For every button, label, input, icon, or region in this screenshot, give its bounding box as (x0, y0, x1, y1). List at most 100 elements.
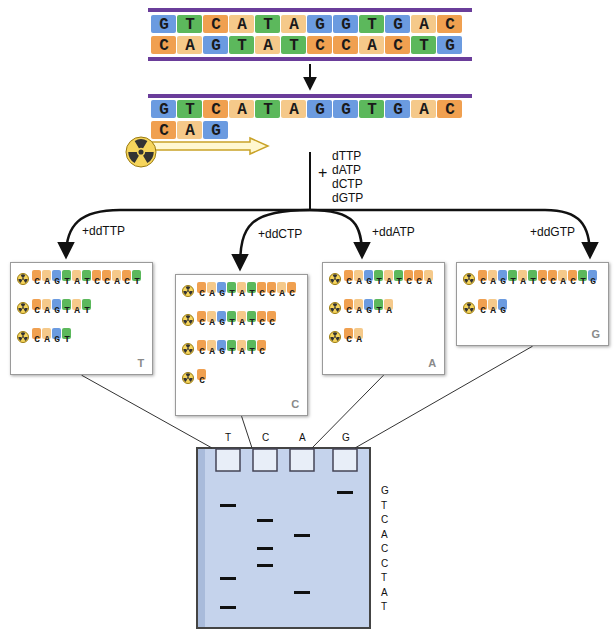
radioactive-blade (24, 308, 28, 312)
lane-letter: G (463, 328, 600, 341)
sequence-letter: A (381, 529, 388, 541)
radioactive-blade (186, 344, 191, 347)
flow-arrow (309, 64, 311, 88)
radioactive-blade (18, 308, 22, 312)
reaction-label-holder: +ddATP (370, 226, 417, 240)
fragment-row: CAGTATCCA (329, 270, 436, 288)
radioactive-blade (183, 291, 187, 295)
gel-band (220, 606, 236, 609)
radioactive-blade (143, 152, 154, 163)
radioactive-disc (126, 137, 156, 167)
reaction-label-holder: +ddTTP (80, 225, 127, 239)
template-strand-holder: GTCATAGGTGAC (151, 100, 471, 119)
radioactive-center (334, 278, 336, 280)
radioactive-blade (183, 349, 187, 353)
fragment-box: CAGTATCCACCAGTATCCCAGTATCCC (175, 274, 308, 416)
radioactive-blade (135, 139, 148, 148)
nucleotide-label-holder: dTTP (332, 150, 361, 164)
sequencing-gel: TCAG (195, 430, 373, 630)
radioactive-blade (330, 279, 334, 283)
base-sequence: CAGTATCCACTG (151, 37, 471, 55)
sequence-letter: C (381, 514, 388, 526)
radioactive-center (187, 348, 189, 350)
fragment-row: CAG (463, 299, 600, 317)
fragment-row: CAGTATCCACT (17, 270, 144, 288)
radioactive-label (182, 314, 194, 326)
sequence-letter-holder: T (381, 572, 387, 584)
dna-strand: CAGTATCCACTG (151, 36, 471, 55)
nucleotide-label: dGTP (332, 192, 363, 206)
gel-band (294, 534, 310, 537)
radioactive-blade (467, 274, 472, 277)
radioactive-label (17, 331, 29, 343)
gel-well (290, 449, 314, 471)
gel-band (220, 504, 236, 507)
reaction-label-holder: +ddCTP (256, 228, 304, 242)
nucleotide-label: dCTP (332, 178, 363, 192)
gel-well (333, 449, 357, 471)
nucleotide-label: dTTP (332, 150, 361, 164)
radioactive-blade (189, 291, 193, 295)
fragment-row: C (182, 369, 299, 387)
radioactive-disc (330, 274, 341, 285)
radioactive-disc (18, 332, 29, 343)
sequence-letter-holder: A (381, 587, 388, 599)
base-sequence: CAGTATCCACTG (478, 277, 600, 288)
radioactive-blade (189, 320, 193, 324)
flow-arrow (309, 152, 311, 210)
gel-band (220, 577, 236, 580)
nucleotide-label-holder: dGTP (332, 192, 363, 206)
base-sequence: CAG (151, 122, 237, 140)
radioactive-label (182, 372, 194, 384)
radioactive-blade (24, 337, 28, 341)
radioactive-center (22, 336, 24, 338)
lane-letter: T (17, 357, 144, 370)
radioactive-blade (21, 303, 26, 306)
radioactive-center (187, 319, 189, 321)
reaction-label: +ddGTP (528, 226, 577, 240)
sequence-letter-holder: C (381, 543, 388, 555)
base-sequence: CAGTATC (197, 347, 269, 358)
radioactive-disc (18, 274, 29, 285)
sequence-letter: C (381, 558, 388, 570)
radioactive-blade (470, 279, 474, 283)
radioactive-center (22, 278, 24, 280)
radioactive-blade (467, 303, 472, 306)
fragment-box: CAGTATCCACAGTACAA (322, 262, 445, 375)
radioactive-blade (18, 279, 22, 283)
radioactive-blade (464, 308, 468, 312)
reaction-label: +ddTTP (80, 225, 127, 239)
radioactive-blade (333, 332, 338, 335)
fragment-box: CAGTATCCACTCAGTATCAGTT (10, 262, 153, 375)
leader-line (242, 416, 252, 448)
radioactive-blade (333, 303, 338, 306)
dna-strand: CAGTATCC (197, 311, 279, 329)
base-sequence: CA (344, 335, 366, 346)
radioactive-label (17, 273, 29, 285)
sequence-letter-holder: T (381, 500, 387, 512)
dna-strand: GTCATAGGTGAC (151, 100, 471, 119)
branch-arrow (240, 210, 310, 268)
radioactive-blade (336, 337, 340, 341)
radioactive-blade (336, 308, 340, 312)
sequence-letter-holder: C (381, 514, 388, 526)
gel-band (337, 491, 353, 494)
radioactive-blade (336, 279, 340, 283)
base-sequence: GTCATAGGTGAC (151, 101, 471, 119)
base-sequence: CAGTATCCACT (32, 277, 144, 288)
lane-letter: C (182, 398, 299, 411)
dna-backbone (148, 94, 472, 98)
lane-letter: A (329, 357, 436, 370)
radioactive-center (468, 278, 470, 280)
radioactive-blade (186, 286, 191, 289)
radioactive-blade (183, 378, 187, 382)
base-sequence: CAGTATCCA (344, 277, 436, 288)
radioactive-label (329, 302, 341, 314)
dna-strand: CAGTATCCA (344, 270, 436, 288)
dna-strand: GTCATAGGTGAC (151, 15, 471, 34)
radioactive-blade (189, 349, 193, 353)
lane-label: A (299, 432, 306, 443)
radioactive-disc (330, 332, 341, 343)
